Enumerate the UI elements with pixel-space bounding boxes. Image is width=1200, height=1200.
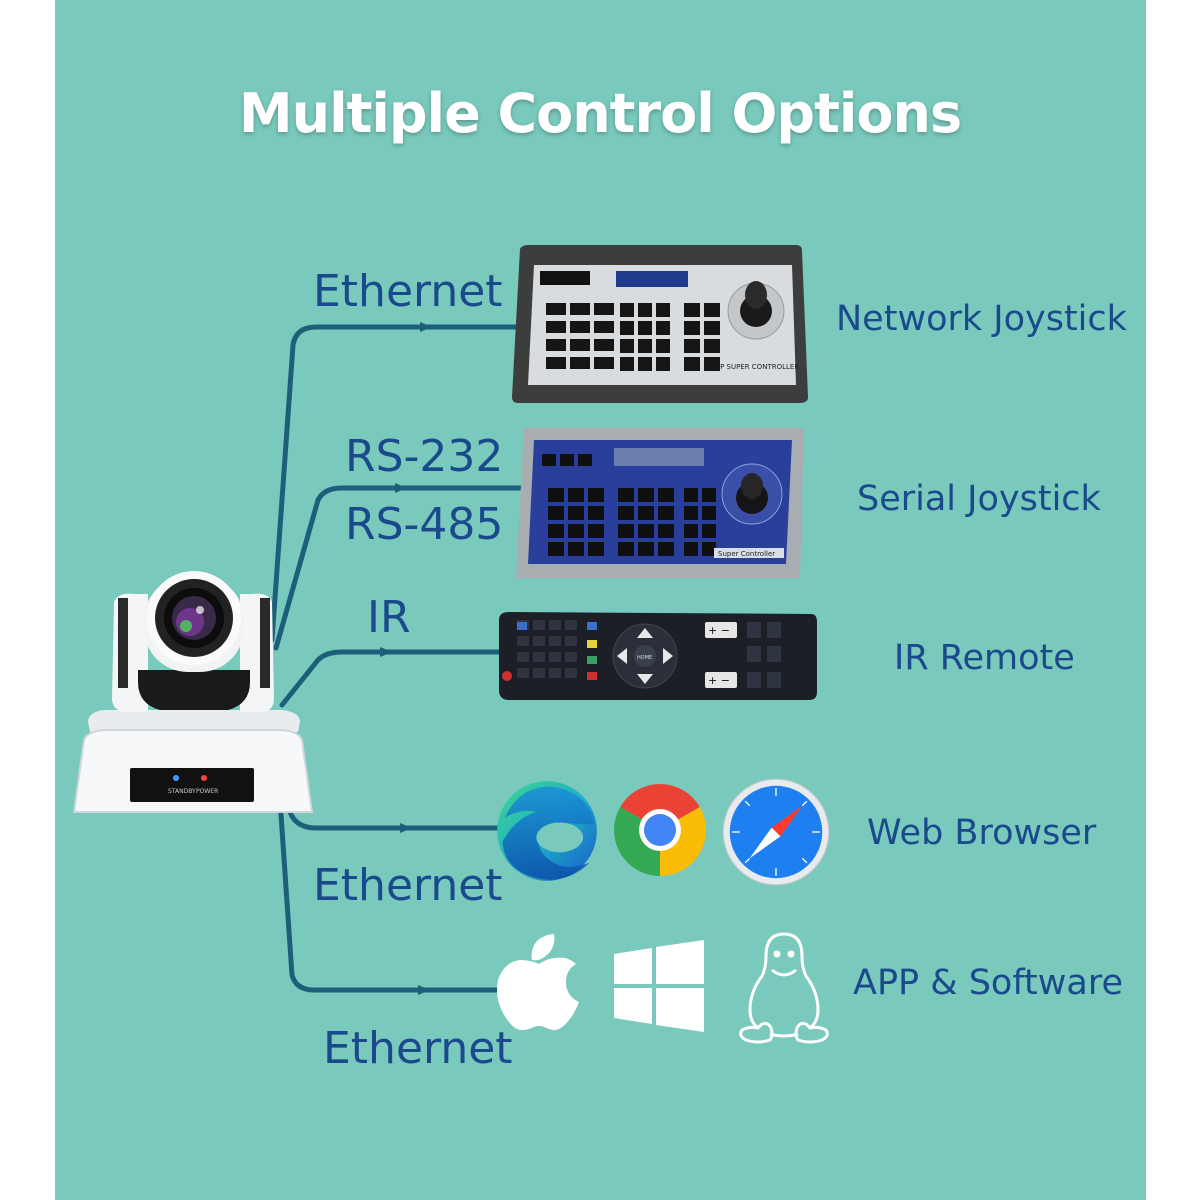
label-ethernet-app: Ethernet — [323, 1023, 513, 1074]
ir-remote-image: HOME + − + − — [499, 612, 817, 700]
label-app-software: APP & Software — [853, 963, 1123, 1003]
arrow-ethernet-top — [420, 322, 432, 332]
ptz-camera: STANDBY POWER — [72, 571, 314, 813]
page-title: Multiple Control Options — [238, 82, 962, 145]
svg-text:+ −: + − — [708, 624, 730, 637]
serial-joystick-image: Super Controller — [516, 428, 804, 578]
cable-serial — [273, 485, 523, 651]
safari-icon — [722, 778, 830, 886]
label-ir: IR — [367, 592, 411, 643]
label-ethernet-top: Ethernet — [313, 266, 503, 317]
cable-ir — [279, 649, 503, 708]
arrow-ethernet-browser — [400, 823, 412, 833]
cable-ethernet-top — [269, 324, 523, 643]
label-rs232: RS-232 — [345, 431, 504, 482]
svg-text:POWER: POWER — [196, 788, 218, 795]
svg-text:+ −: + − — [708, 674, 730, 687]
svg-text:IP SUPER CONTROLLER: IP SUPER CONTROLLER — [718, 363, 799, 371]
label-web-browser: Web Browser — [867, 813, 1097, 853]
linux-icon — [739, 932, 829, 1044]
label-network-joystick: Network Joystick — [836, 299, 1127, 339]
svg-text:HOME: HOME — [637, 655, 652, 661]
cable-ethernet-app — [277, 797, 503, 993]
label-ethernet-browser: Ethernet — [313, 860, 503, 911]
network-joystick-image: IP SUPER CONTROLLER — [512, 245, 808, 403]
arrow-ethernet-app — [418, 985, 430, 995]
svg-text:STANDBY: STANDBY — [168, 788, 196, 795]
arrow-serial — [395, 483, 407, 493]
chrome-icon — [614, 784, 706, 876]
edge-icon — [497, 781, 597, 881]
arrow-ir — [380, 647, 392, 657]
apple-icon — [497, 934, 579, 1030]
label-rs485: RS-485 — [345, 499, 504, 550]
svg-text:Super Controller: Super Controller — [718, 550, 775, 558]
windows-icon — [614, 940, 704, 1032]
label-ir-remote: IR Remote — [894, 638, 1075, 678]
label-serial-joystick: Serial Joystick — [857, 479, 1101, 519]
